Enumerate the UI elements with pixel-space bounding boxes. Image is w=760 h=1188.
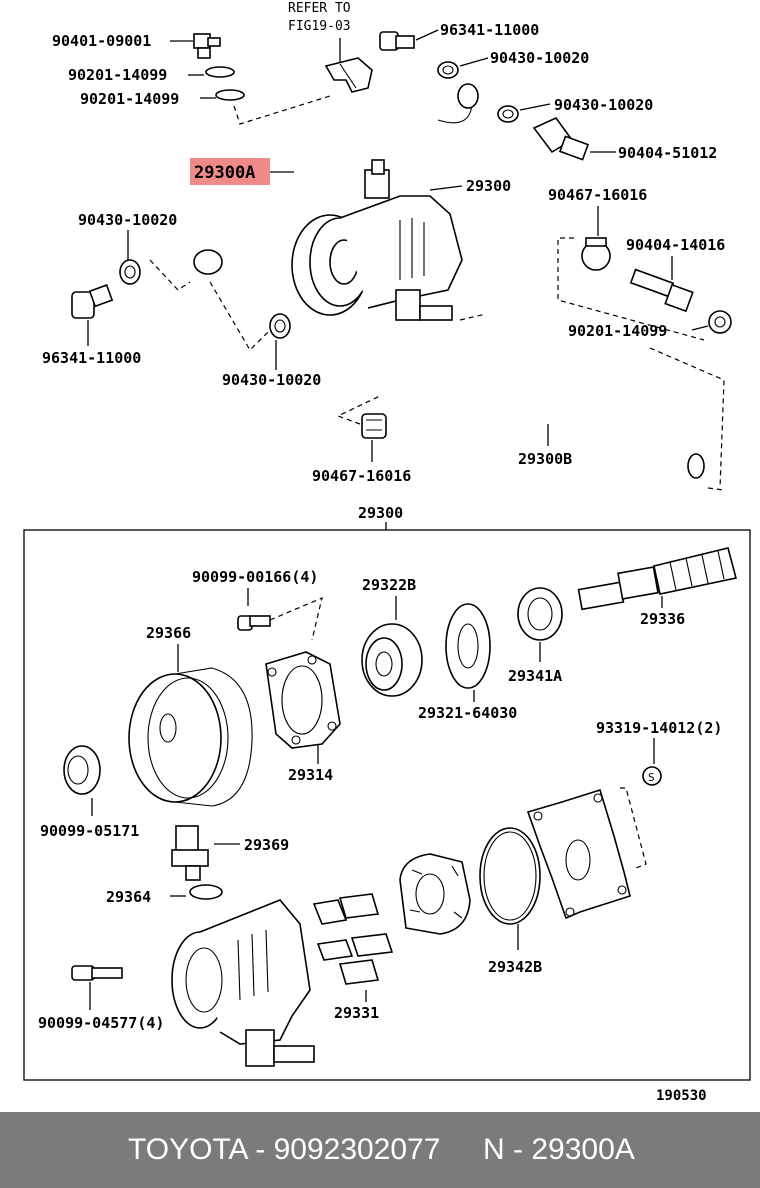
o-ring-29342b — [479, 827, 541, 925]
pump-housing — [171, 899, 315, 1067]
label-90201-14099-a[interactable]: 90201-14099 — [68, 66, 167, 84]
label-29322b[interactable]: 29322B — [362, 576, 416, 594]
footer-bar: TOYOTA - 9092302077 N - 29300A — [0, 1112, 760, 1188]
gasket-d — [269, 313, 291, 339]
label-29364[interactable]: 29364 — [106, 888, 151, 906]
label-90430-10020-c[interactable]: 90430-10020 — [78, 211, 177, 229]
label-29321-64030[interactable]: 29321-64030 — [418, 704, 517, 722]
screw-00166 — [237, 615, 271, 631]
label-90430-10020-b[interactable]: 90430-10020 — [554, 96, 653, 114]
pulley-29366 — [128, 667, 253, 807]
footer-ref-label: N - 29300A — [483, 1133, 635, 1166]
shaft-29336 — [577, 547, 737, 611]
label-90401-09001[interactable]: 90401-09001 — [52, 32, 151, 50]
label-90404-14016[interactable]: 90404-14016 — [626, 236, 725, 254]
seal-29321 — [445, 603, 491, 689]
hose-29300b — [403, 366, 705, 479]
label-96341-11000-left[interactable]: 96341-11000 — [42, 349, 141, 367]
union-bolt-top — [379, 31, 415, 51]
washer-b — [215, 89, 245, 101]
pump-ring-plate — [526, 788, 631, 920]
footer-maker-part: TOYOTA - 9092302077 — [128, 1133, 441, 1166]
vanes-29331 — [312, 893, 394, 985]
label-29336[interactable]: 29336 — [640, 610, 685, 628]
washer-a — [205, 66, 235, 78]
vane-pump-assembly — [291, 159, 463, 321]
label-29341a[interactable]: 29341A — [508, 667, 562, 685]
label-90201-14099-b[interactable]: 90201-14099 — [80, 90, 179, 108]
label-29366[interactable]: 29366 — [146, 624, 191, 642]
o-ring-29364 — [189, 884, 223, 900]
label-29300-box[interactable]: 29300 — [358, 504, 403, 522]
rotor-cam-part — [399, 853, 471, 935]
label-90099-00166[interactable]: 90099-00166(4) — [192, 568, 318, 586]
oil-seal-29341a — [517, 587, 563, 641]
highlight-29300a — [190, 158, 270, 185]
refer-to-text: REFER TO — [288, 1, 351, 16]
bolt-04577 — [71, 965, 123, 981]
flange-29314 — [265, 651, 341, 749]
gasket-b — [497, 105, 519, 123]
label-90467-16016-b[interactable]: 90467-16016 — [312, 467, 411, 485]
clip-b — [361, 413, 387, 439]
plug-bolt-part — [193, 33, 221, 59]
label-90201-14099-c[interactable]: 90201-14099 — [568, 322, 667, 340]
union-14016 — [629, 268, 694, 313]
union-fitting-part — [532, 117, 590, 161]
label-90430-10020-a[interactable]: 90430-10020 — [490, 49, 589, 67]
label-96341-11000-top[interactable]: 96341-11000 — [440, 21, 539, 39]
nut-05171 — [63, 745, 101, 795]
label-29331[interactable]: 29331 — [334, 1004, 379, 1022]
gasket-c — [119, 259, 141, 285]
label-29300-top[interactable]: 29300 — [466, 177, 511, 195]
hose-29300a — [193, 83, 479, 275]
label-29314[interactable]: 29314 — [288, 766, 333, 784]
label-93319-14012[interactable]: 93319-14012(2) — [596, 719, 722, 737]
svg-text:S: S — [648, 771, 655, 784]
label-29300a[interactable]: 29300A — [194, 163, 255, 183]
bracket-part — [324, 38, 373, 93]
label-90467-16016-a[interactable]: 90467-16016 — [548, 186, 647, 204]
refer-fig-text[interactable]: FIG19-03 — [288, 19, 351, 34]
label-90099-04577[interactable]: 90099-04577(4) — [38, 1014, 164, 1032]
diagram-code: 190530 — [656, 1088, 707, 1104]
clip-a — [581, 237, 611, 271]
bearing-29322b — [361, 623, 423, 697]
gasket-e — [708, 310, 732, 334]
label-90404-51012[interactable]: 90404-51012 — [618, 144, 717, 162]
label-29342b[interactable]: 29342B — [488, 958, 542, 976]
union-bolt-left — [71, 284, 114, 319]
label-29369[interactable]: 29369 — [244, 836, 289, 854]
valve-29369 — [171, 825, 209, 881]
label-90099-05171[interactable]: 90099-05171 — [40, 822, 139, 840]
gasket-a — [437, 61, 459, 79]
parts-diagram: REFER TO FIG19-03 90401-09001 90201-1409… — [23, 1, 751, 1104]
label-29300b[interactable]: 29300B — [518, 450, 572, 468]
label-90430-10020-d[interactable]: 90430-10020 — [222, 371, 321, 389]
exploded-view-frame — [23, 529, 751, 1081]
screw-93319 — [642, 766, 662, 786]
